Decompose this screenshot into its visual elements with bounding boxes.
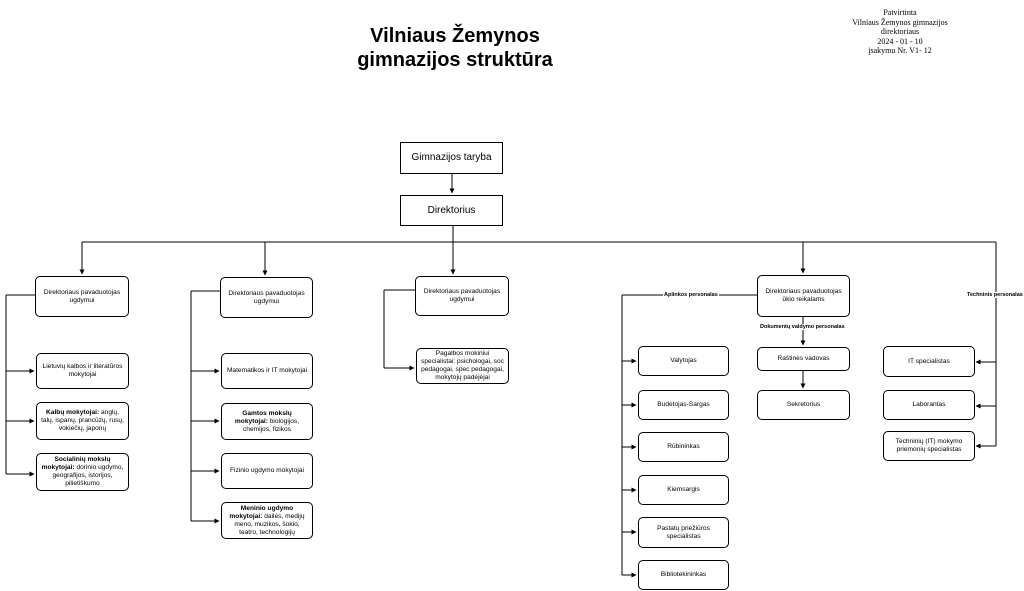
art-teachers-bold: Meninio ugdymo mokytojai: — [229, 504, 294, 520]
node-language-teachers: Kalbų mokytojai: anglų, talų, ispanų, pr… — [36, 402, 129, 440]
node-deputy-education-1: Direktoriaus pavaduotojas ugdymui — [35, 276, 129, 317]
node-cloakroom-attendant: Rūbininkas — [638, 432, 729, 462]
node-art-teachers: Meninio ugdymo mokytojai: dailės, medijų… — [221, 502, 313, 539]
node-librarian: Bibliotekininkas — [638, 560, 729, 590]
node-director: Direktorius — [400, 195, 503, 226]
approval-line-5: įsakymu Nr. V1- 12 — [868, 46, 932, 55]
label-technical-staff: Techninis personalas — [966, 292, 1024, 298]
node-office-head: Raštinės vadovas — [757, 347, 850, 371]
node-pe-teachers: Fizinio ugdymo mokytojai — [221, 453, 313, 489]
approval-note: Patvirtinta Vilniaus Žemynos gimnazijos … — [840, 8, 960, 56]
node-math-it-teachers: Matematikos ir IT mokytojai — [221, 353, 313, 389]
social-teachers-bold: Socialinių mokslų mokytojai: — [41, 456, 111, 471]
node-social-teachers: Socialinių mokslų mokytojai: dorinio ugd… — [36, 453, 129, 491]
node-guard: Budėtojas-Sargas — [638, 390, 729, 420]
node-cleaner: Valytojas — [638, 346, 729, 376]
science-teachers-bold: Gamtos mokslų mokytojai: — [234, 409, 292, 425]
label-environment-staff: Aplinkos personalas — [663, 292, 719, 298]
language-teachers-rest: anglų, talų, ispanų, prancūzų, rusų, vok… — [41, 409, 124, 432]
art-teachers-rest: dailės, medijų meno, muzikos, šokio, tea… — [234, 512, 305, 536]
node-deputy-education-3: Direktoriaus pavaduotojas ugdymui — [415, 276, 509, 316]
title-line-2: gimnazijos struktūra — [357, 49, 553, 71]
language-teachers-bold: Kalbų mokytojai: — [46, 409, 100, 416]
title-line-1: Vilniaus Žemynos — [370, 25, 540, 47]
node-yard-keeper: Kiemsargis — [638, 475, 729, 505]
label-document-staff: Dokumentų valdymo personalas — [759, 324, 846, 330]
node-science-teachers: Gamtos mokslų mokytojai: biologijos, che… — [221, 403, 313, 440]
node-laboratory-assistant: Laborantas — [883, 390, 975, 420]
node-building-specialist: Pastatų priežiūros specialistas — [638, 517, 729, 548]
node-support-specialists: Pagalbos mokiniui specialistai: psicholo… — [416, 348, 509, 384]
node-deputy-economic: Direktoriaus pavaduotojas ūkio reikalams — [757, 275, 850, 317]
node-secretary: Sekretorius — [757, 390, 850, 420]
node-council: Gimnazijos taryba — [400, 142, 503, 174]
social-teachers-rest: dorinio ugdymo, geografijos, istorijos, … — [52, 464, 124, 487]
node-tech-equipment-specialist: Techninių (IT) mokymo priemonių speciali… — [883, 431, 975, 461]
approval-line-4: 2024 - 01 - 10 — [877, 36, 923, 46]
science-teachers-rest: biologijos, chemijos, fizikos — [242, 417, 300, 433]
node-it-specialist: IT specialistas — [883, 346, 975, 377]
node-lithuanian-teachers: Lietuvių kalbos ir literatūros mokytojai — [36, 353, 129, 389]
page-title: Vilniaus Žemynos gimnazijos struktūra — [300, 24, 610, 72]
approval-line-2: Vilniaus Žemynos gimnazijos — [852, 17, 948, 27]
node-deputy-education-2: Direktoriaus pavaduotojas ugdymui — [220, 277, 313, 318]
approval-line-1: Patvirtinta — [883, 8, 917, 17]
approval-line-3: direktoriaus — [880, 27, 920, 36]
